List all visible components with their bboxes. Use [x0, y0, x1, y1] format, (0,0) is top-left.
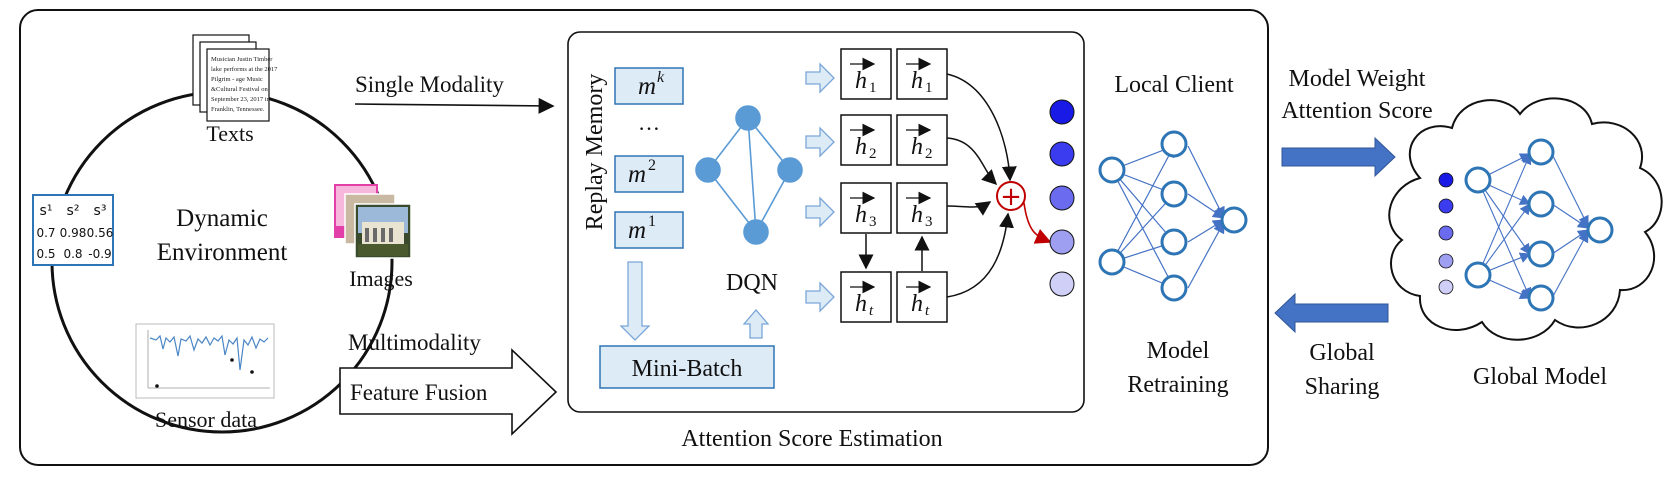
attention-estimation-box — [567, 31, 1085, 413]
table-cell: 0.8 — [63, 247, 82, 261]
svg-text:1: 1 — [648, 213, 656, 230]
hidden-sub: 2 — [925, 146, 933, 162]
doc-line: September 23, 2017 in — [211, 96, 271, 103]
table-cell: 0.5 — [36, 247, 55, 261]
svg-text:m: m — [628, 217, 646, 244]
download-arrow — [1274, 292, 1389, 334]
model-retraining-line1: Model — [1147, 338, 1210, 364]
multimodality-label: Multimodality — [348, 330, 481, 355]
memory-to-minibatch-arrow — [619, 261, 651, 341]
feature-fusion-arrow — [339, 348, 558, 436]
download-label-line1: Global — [1309, 340, 1375, 366]
hidden-h: h — [911, 202, 923, 228]
mini-batch-label: Mini-Batch — [632, 356, 743, 382]
global-model-cloud — [1388, 97, 1663, 341]
attention-curves — [946, 73, 1017, 298]
feature-fusion-label: Feature Fusion — [350, 380, 488, 405]
model-retraining-line2: Retraining — [1127, 372, 1228, 398]
upload-label-line1: Model Weight — [1289, 66, 1426, 92]
hidden-sub: 1 — [869, 80, 877, 96]
global-model-network-icon — [1438, 138, 1614, 312]
hidden-h: h — [855, 202, 867, 228]
mini-batch-box — [599, 345, 775, 389]
attention-score-dots — [1049, 99, 1075, 297]
svg-text:m: m — [628, 161, 646, 188]
local-client-label: Local Client — [1114, 72, 1234, 98]
hidden-sub: t — [869, 303, 874, 319]
attention-estimation-caption: Attention Score Estimation — [681, 426, 942, 452]
hidden-sub: t — [925, 303, 930, 319]
environment-title-line1: Dynamic — [176, 205, 268, 232]
summation-output-arrow — [1023, 202, 1052, 244]
table-header: s² — [67, 203, 80, 219]
dqn-graph-icon — [695, 105, 803, 245]
hidden-sub: 2 — [869, 146, 877, 162]
doc-line: &Cultural Festival on — [211, 86, 268, 93]
table-header: s³ — [94, 203, 107, 219]
single-modality-arrow — [354, 97, 555, 114]
upload-arrow — [1281, 136, 1396, 178]
summation-icon: + — [996, 181, 1026, 212]
memory-item-2: m 2 — [614, 155, 684, 193]
modality-table: s¹ s² s³ 0.7 0.98 0.56 0.5 0.8 -0.9 — [32, 194, 114, 266]
memory-item-k: m k — [614, 67, 684, 105]
outer-frame — [19, 9, 1269, 466]
global-model-label: Global Model — [1473, 364, 1607, 390]
hidden-state-grid: h 1 h 1 h 2 h 2 h 3 h 3 h t h t — [840, 48, 948, 323]
hidden-h: h — [911, 68, 923, 94]
upload-label-line2: Attention Score — [1281, 98, 1432, 124]
hidden-h: h — [911, 134, 923, 160]
sensor-label: Sensor data — [155, 407, 257, 432]
table-cell: 0.7 — [36, 226, 55, 240]
svg-text:m: m — [638, 73, 656, 100]
hidden-h: h — [855, 68, 867, 94]
texts-document-icon: Musician Justin Timber lake performs at … — [192, 34, 278, 122]
svg-text:k: k — [657, 69, 665, 86]
doc-line: Franklin, Tennessee. — [211, 106, 265, 113]
table-cell: 0.98 — [60, 226, 87, 240]
hidden-h: h — [855, 134, 867, 160]
hidden-sub: 1 — [925, 80, 933, 96]
hidden-input-arrows — [805, 62, 835, 313]
hidden-sub: 3 — [925, 214, 933, 230]
table-cell: -0.9 — [88, 247, 111, 261]
single-modality-label: Single Modality — [355, 72, 504, 97]
images-label: Images — [349, 266, 413, 291]
hidden-h: h — [855, 291, 867, 317]
svg-text:2: 2 — [648, 157, 656, 174]
download-label-line2: Sharing — [1305, 374, 1380, 400]
minibatch-to-dqn-arrow — [742, 309, 770, 339]
images-photo-icon — [334, 184, 412, 259]
memory-ellipsis: … — [638, 110, 660, 135]
memory-item-1: m 1 — [614, 211, 684, 249]
sensor-chart-icon — [135, 323, 275, 399]
hidden-sub: 3 — [869, 214, 877, 230]
doc-line: Pilgrim - age Music — [211, 76, 263, 83]
environment-title-line2: Environment — [157, 239, 288, 266]
summation-plus: + — [1000, 182, 1022, 212]
dqn-label: DQN — [726, 270, 778, 296]
table-cell: 0.56 — [87, 226, 114, 240]
replay-memory-label: Replay Memory — [582, 74, 608, 231]
hidden-h: h — [911, 291, 923, 317]
texts-label: Texts — [206, 121, 253, 146]
local-client-network-icon — [1098, 130, 1248, 302]
table-header: s¹ — [40, 203, 53, 219]
doc-line: Musician Justin Timber — [211, 56, 273, 63]
doc-line: lake performs at the 2017 — [211, 66, 278, 73]
